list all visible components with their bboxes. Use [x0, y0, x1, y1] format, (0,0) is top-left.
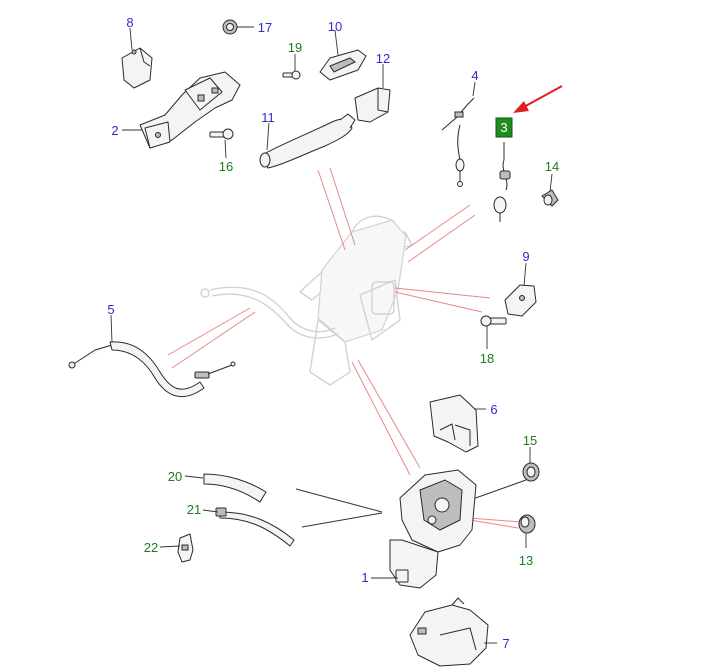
- callout-1[interactable]: 1: [361, 570, 368, 585]
- callout-20[interactable]: 20: [168, 469, 182, 484]
- part-6-cover[interactable]: [429, 394, 479, 453]
- red-arrow-icon: [513, 85, 563, 113]
- highlight-box: [495, 117, 513, 138]
- callout-leaders: [110, 26, 553, 644]
- ghost-door-assembly: [200, 215, 413, 386]
- black-leader-lines: [295, 479, 527, 528]
- part-22-clip[interactable]: [177, 533, 194, 563]
- callout-8[interactable]: 8: [126, 15, 133, 30]
- callout-4[interactable]: 4: [471, 68, 478, 83]
- callout-19[interactable]: 19: [288, 40, 302, 55]
- callout-18[interactable]: 18: [480, 351, 494, 366]
- part-13-cap[interactable]: [518, 514, 536, 534]
- part-20-seal[interactable]: [203, 473, 267, 503]
- callout-10[interactable]: 10: [328, 19, 342, 34]
- part-18-bolt[interactable]: [480, 315, 507, 327]
- callout-2[interactable]: 2: [111, 123, 118, 138]
- callout-numbers: 8 2 16 17 10 19 12 11 4 3 14 9 18 5 6 15…: [107, 15, 559, 651]
- part-16-screw[interactable]: [209, 128, 234, 140]
- callout-9[interactable]: 9: [522, 249, 529, 264]
- part-7-housing[interactable]: [409, 597, 489, 667]
- callout-21[interactable]: 21: [187, 502, 201, 517]
- callout-6[interactable]: 6: [490, 402, 497, 417]
- part-10-handle-cover[interactable]: [319, 49, 367, 81]
- part-9-bracket[interactable]: [504, 284, 537, 317]
- callout-3[interactable]: 3: [500, 120, 507, 135]
- part-15-grommet[interactable]: [522, 462, 540, 482]
- part-2-handle-carrier[interactable]: [139, 71, 241, 149]
- callout-14[interactable]: 14: [545, 159, 559, 174]
- callout-11[interactable]: 11: [261, 110, 275, 125]
- part-1-door-latch[interactable]: [389, 469, 477, 589]
- part-4-cable[interactable]: [441, 97, 475, 187]
- callout-12[interactable]: 12: [376, 51, 390, 66]
- callout-15[interactable]: 15: [523, 433, 537, 448]
- part-19-screw[interactable]: [282, 70, 301, 80]
- part-14-clip[interactable]: [541, 189, 559, 207]
- callout-17[interactable]: 17: [258, 20, 272, 35]
- callout-13[interactable]: 13: [519, 553, 533, 568]
- part-21-seal-strip[interactable]: [215, 507, 295, 547]
- part-17-grommet[interactable]: [222, 19, 238, 35]
- part-11-outer-handle[interactable]: [259, 113, 356, 169]
- callout-22[interactable]: 22: [144, 540, 158, 555]
- part-3-cable[interactable]: [493, 142, 511, 222]
- callout-5[interactable]: 5: [107, 302, 114, 317]
- callout-7[interactable]: 7: [502, 636, 509, 651]
- part-5-cable[interactable]: [68, 341, 236, 398]
- callout-16[interactable]: 16: [219, 159, 233, 174]
- part-8-bracket[interactable]: [121, 47, 153, 89]
- red-leader-lines: [167, 167, 521, 529]
- part-12-end-cap[interactable]: [354, 87, 391, 123]
